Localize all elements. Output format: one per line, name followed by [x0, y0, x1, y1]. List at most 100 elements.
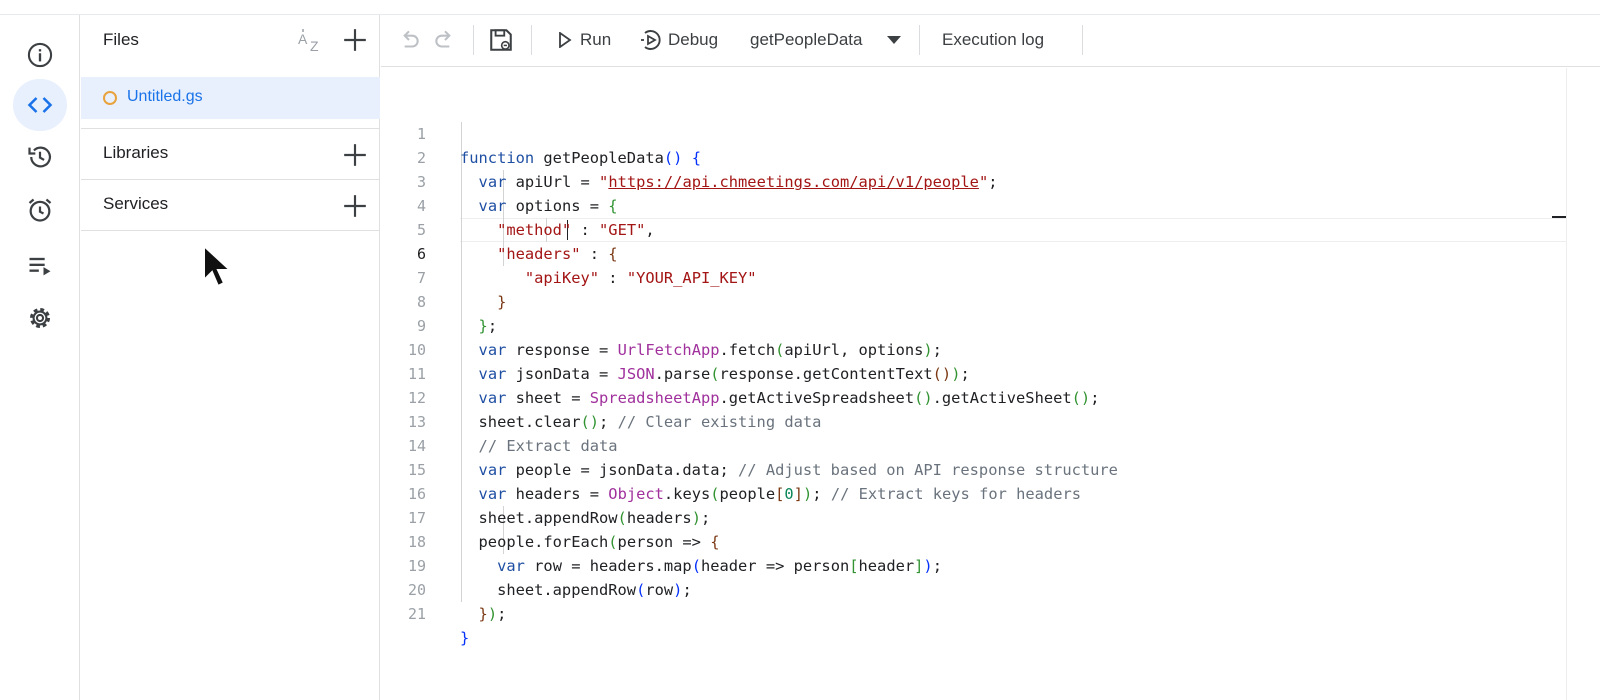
code-line: 5 "headers" : { — [381, 194, 1566, 263]
libraries-label: Libraries — [103, 143, 169, 162]
indent-guide — [461, 122, 462, 602]
code-line: 3 var options = { — [381, 146, 1566, 215]
history-button[interactable] — [13, 131, 67, 183]
code-line: 18 var row = headers.map(header => perso… — [381, 506, 1566, 575]
current-line-highlight — [460, 218, 1567, 242]
executions-icon — [29, 257, 51, 276]
code-line: 14 var people = jsonData.data; // Adjust… — [381, 410, 1566, 479]
code-text: "headers" : { — [497, 245, 618, 263]
code-line: 20 }); — [381, 554, 1566, 623]
code-line: 17 people.forEach(person => { — [381, 482, 1566, 551]
code-line: 9 var response = UrlFetchApp.fetch(apiUr… — [381, 290, 1566, 359]
code-text: people.forEach(person => { — [460, 533, 720, 551]
save-icon[interactable] — [488, 27, 514, 53]
debug-button[interactable]: Debug — [639, 15, 729, 65]
toolbar-divider — [531, 25, 532, 55]
code-text: var apiUrl = "https://api.chmeetings.com… — [478, 173, 998, 191]
toolbar-divider — [473, 25, 474, 55]
code-line: 10 var jsonData = JSON.parse(response.ge… — [381, 314, 1566, 383]
code-text: "method" : "GET", — [497, 221, 655, 239]
file-item-untitled[interactable]: Untitled.gs — [81, 77, 380, 119]
line-number: 15 — [407, 461, 426, 479]
indent-guide — [546, 218, 547, 242]
add-service-icon[interactable] — [342, 193, 368, 219]
files-header: Files A Z — [81, 15, 380, 65]
line-number: 16 — [407, 485, 426, 503]
line-number: 20 — [407, 581, 426, 599]
code-line: 15 var headers = Object.keys(people[0]);… — [381, 434, 1566, 503]
code-line: 11 var sheet = SpreadsheetApp.getActiveS… — [381, 338, 1566, 407]
info-icon — [27, 42, 53, 68]
code-text: sheet.clear(); // Clear existing data — [460, 413, 822, 431]
line-number: 3 — [416, 173, 426, 191]
add-file-icon[interactable] — [342, 27, 368, 53]
libraries-section: Libraries — [81, 128, 380, 178]
code-line-current: 6 "apiKey" : "YOUR_API_KEY" — [381, 218, 1566, 287]
overview-button[interactable] — [13, 29, 67, 81]
services-label: Services — [103, 194, 169, 213]
svg-text:A: A — [298, 31, 308, 47]
function-select[interactable]: getPeopleData — [748, 15, 908, 65]
debug-icon — [641, 30, 661, 50]
code-text: var sheet = SpreadsheetApp.getActiveSpre… — [478, 389, 1100, 407]
line-number: 6 — [416, 245, 426, 263]
code-text: var options = { — [478, 197, 618, 215]
triggers-button[interactable] — [13, 184, 67, 236]
services-section: Services — [81, 179, 380, 231]
run-button[interactable]: Run — [556, 15, 618, 65]
line-number: 21 — [407, 605, 426, 623]
code-text: sheet.appendRow(headers); — [460, 509, 711, 527]
line-number: 12 — [407, 389, 426, 407]
overview-ruler-cursor — [1552, 216, 1566, 218]
indent-guide — [503, 506, 504, 554]
file-name: Untitled.gs — [127, 88, 203, 105]
undo-icon[interactable] — [396, 27, 422, 53]
code-line: 1 function getPeopleData() { — [381, 98, 1566, 167]
editor-button[interactable] — [13, 79, 67, 131]
line-number: 1 — [416, 125, 426, 143]
line-number: 2 — [416, 149, 426, 167]
code-text: var row = headers.map(header => person[h… — [497, 557, 942, 575]
editor-scrollbar[interactable] — [1566, 68, 1600, 700]
add-library-icon[interactable] — [342, 142, 368, 168]
active-indent-guide — [567, 220, 568, 240]
code-line: 8 }; — [381, 266, 1566, 335]
code-text: }); — [478, 605, 507, 623]
history-icon — [28, 146, 52, 168]
code-line: 4 "method" : "GET", — [381, 170, 1566, 239]
window-top-strip — [0, 0, 1600, 15]
line-number: 5 — [416, 221, 426, 239]
line-number: 7 — [416, 269, 426, 287]
play-icon — [559, 32, 572, 48]
line-number: 9 — [416, 317, 426, 335]
redo-icon[interactable] — [432, 27, 458, 53]
indent-guide — [503, 170, 504, 266]
code-line: 12 sheet.clear(); // Clear existing data — [381, 362, 1566, 431]
code-text: }; — [478, 317, 498, 335]
code-line: 7 } — [381, 242, 1566, 311]
code-text: // Extract data — [478, 437, 618, 455]
sort-az-icon[interactable]: A Z — [297, 27, 327, 55]
execution-log-button[interactable]: Execution log — [942, 30, 1045, 49]
files-title: Files — [103, 30, 139, 49]
gear-icon — [29, 307, 51, 329]
code-editor[interactable]: 1 function getPeopleData() { 2 var apiUr… — [381, 68, 1600, 700]
code-text: var response = UrlFetchApp.fetch(apiUrl,… — [478, 341, 942, 359]
code-line: 13 // Extract data — [381, 386, 1566, 455]
files-panel: Files A Z Untitled.gs Libraries Services — [81, 15, 380, 700]
line-number: 4 — [416, 197, 426, 215]
settings-button[interactable] — [13, 292, 67, 344]
executions-button[interactable] — [13, 240, 67, 292]
line-number: 8 — [416, 293, 426, 311]
code-line: 19 sheet.appendRow(row); — [381, 530, 1566, 599]
toolbar-divider — [1082, 25, 1083, 55]
mouse-pointer-icon — [203, 244, 233, 288]
code-icon — [27, 97, 53, 113]
function-select-value: getPeopleData — [750, 30, 863, 49]
toolbar-divider — [919, 25, 920, 55]
run-label: Run — [580, 30, 612, 49]
code-text: var headers = Object.keys(people[0]); //… — [478, 485, 1081, 503]
line-number: 17 — [407, 509, 426, 527]
code-text: function getPeopleData() { — [460, 149, 701, 167]
code-text: "apiKey" : "YOUR_API_KEY" — [524, 269, 757, 287]
